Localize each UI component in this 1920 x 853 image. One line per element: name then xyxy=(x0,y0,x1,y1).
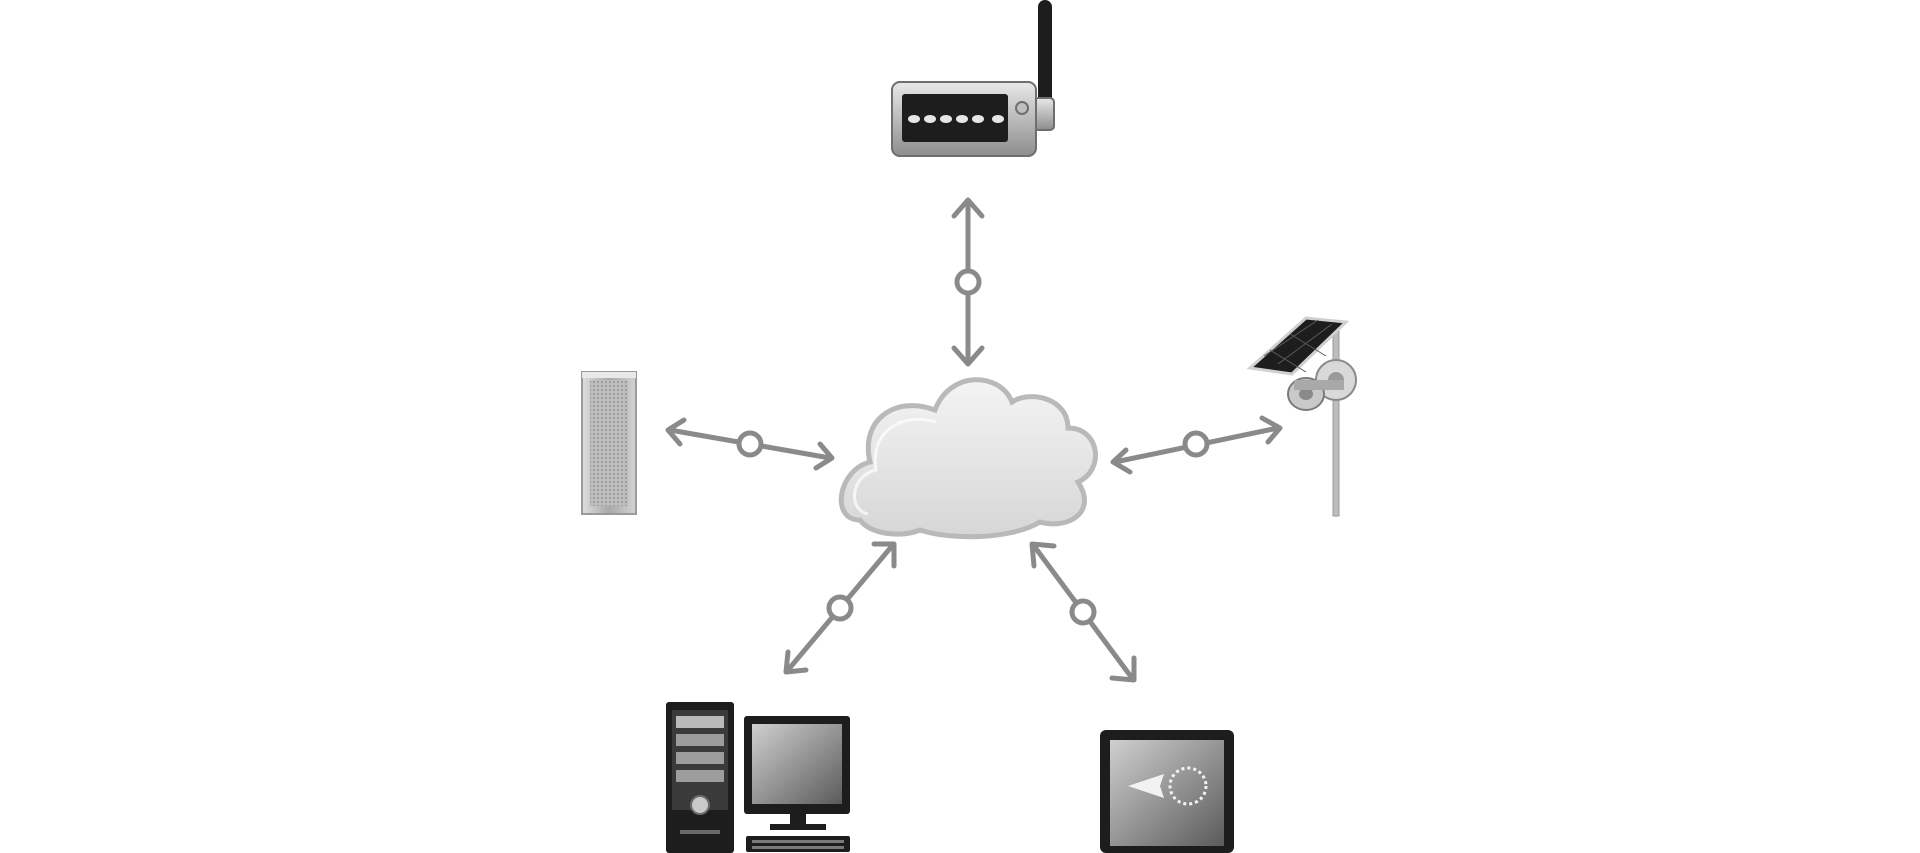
tablet-icon xyxy=(1100,730,1234,853)
connector-router xyxy=(951,197,985,367)
desktop-computer-icon xyxy=(666,702,850,853)
connector-tablet xyxy=(1029,541,1137,683)
connector-solar-horn-speaker xyxy=(1110,415,1283,475)
column-speaker-icon xyxy=(581,371,637,515)
connector-column-speaker xyxy=(665,417,835,471)
solar-horn-speaker-icon xyxy=(1246,316,1357,517)
wireless-router-icon xyxy=(891,0,1055,157)
connector-desktop-computer xyxy=(783,541,897,675)
cloud-icon xyxy=(838,377,1098,540)
